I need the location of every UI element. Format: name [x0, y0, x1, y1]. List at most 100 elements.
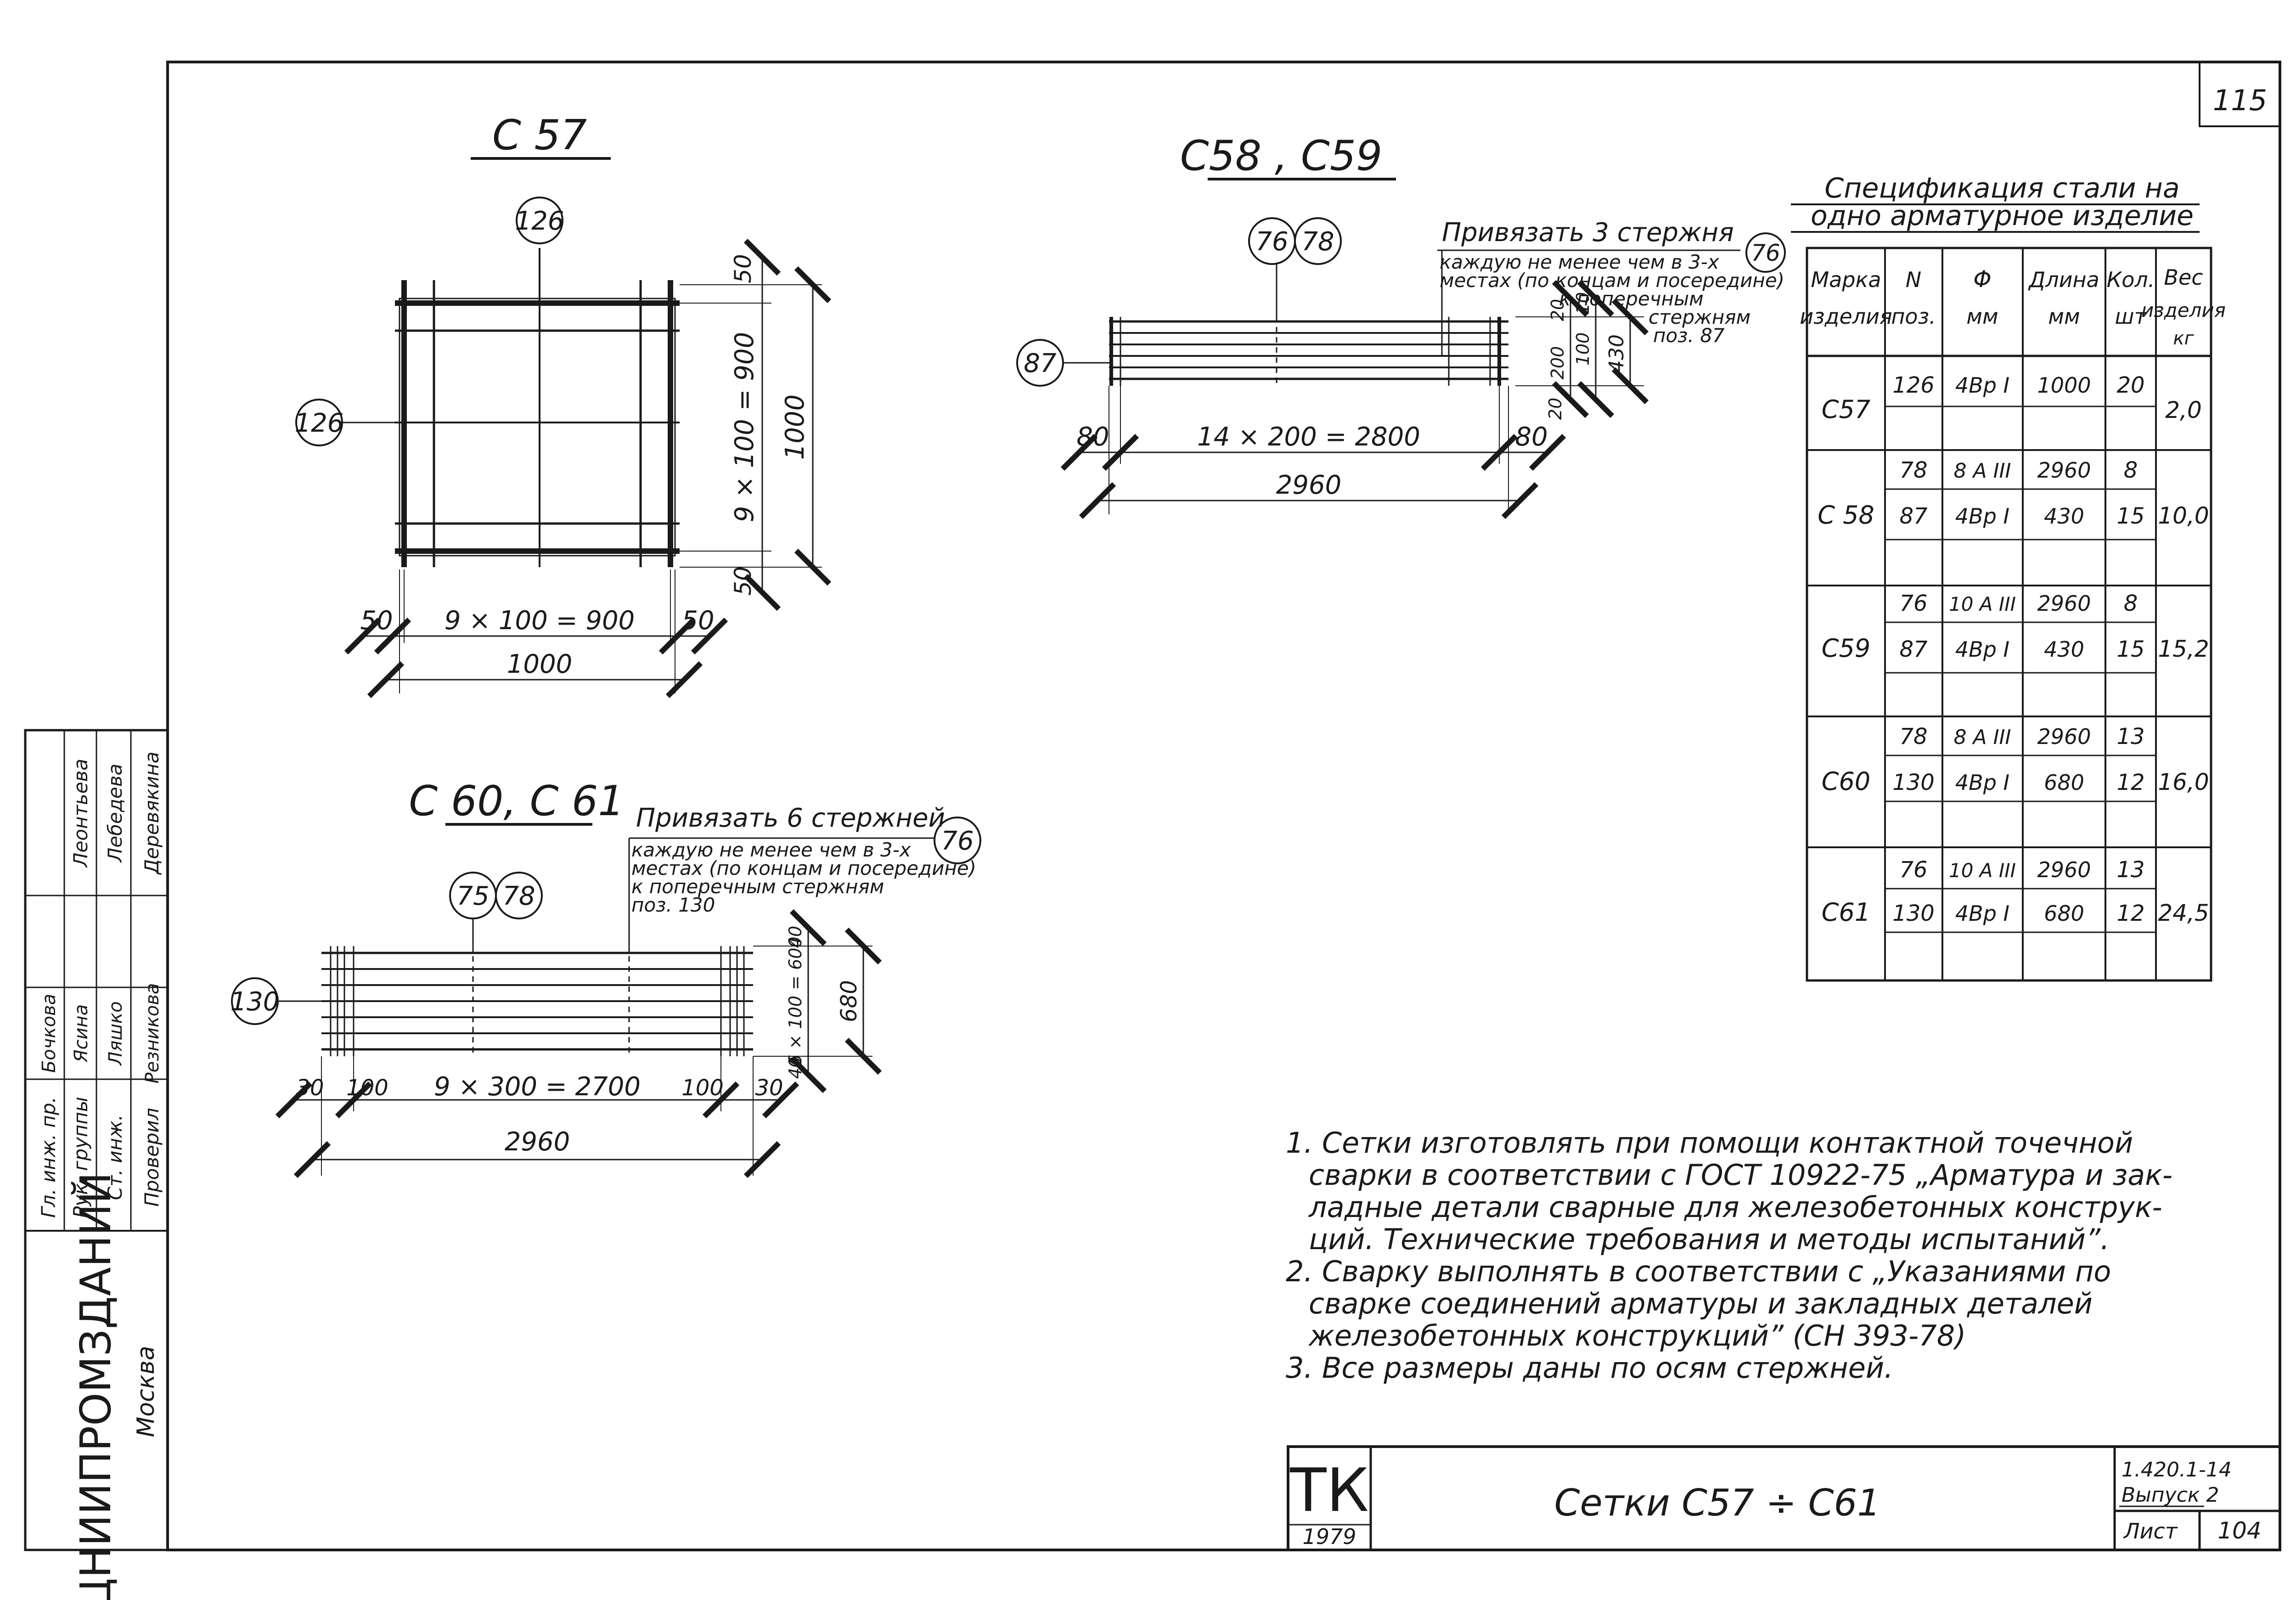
spec-c57-r1-qty: 20 [2116, 372, 2144, 398]
spec-c58-r2-len: 430 [2044, 504, 2084, 529]
spec-weight-c60: 16,0 [2158, 769, 2209, 795]
side-city: Москва [132, 1346, 160, 1437]
spec-c58-r1-d: 8 A III [1954, 459, 2011, 483]
spec-c61-r2-d: 4Bр I [1955, 901, 2009, 926]
note-line-8: 3. Все размеры даны по осям стержней. [1286, 1351, 1893, 1385]
view-c58-c59: С58 , С59 76 78 87 76 Привязать 3 стержн… [1016, 132, 1786, 519]
c57-title: С 57 [492, 111, 587, 159]
c60-pos-a: 75 [456, 881, 489, 911]
spec-c60-r1-len: 2960 [2037, 724, 2091, 749]
spec-c59-r1-len: 2960 [2037, 591, 2091, 616]
spec-c61-r2-pos: 130 [1892, 901, 1935, 926]
spec-title-2: одно арматурное изделие [1811, 200, 2194, 232]
c58-title: С58 , С59 [1180, 132, 1383, 180]
spec-h-w-2: изделия [2141, 299, 2226, 321]
c60-dim-30a: 30 [296, 1075, 324, 1101]
spec-c61-r2-len: 680 [2044, 901, 2084, 926]
c60-side-bottom: 40 [785, 1057, 805, 1079]
c58-dim-total: 2960 [1276, 470, 1342, 500]
c57-side-inner: 9 × 100 = 900 [730, 332, 760, 522]
c60-note-line-1: каждую не менее чем в 3-х [631, 839, 912, 861]
c57-side-top: 50 [730, 254, 756, 283]
note-line-1: 1. Сетки изготовлять при помощи контактн… [1286, 1126, 2133, 1160]
c58-pos-b-circle [1294, 217, 1342, 265]
spec-c61-r2-qty: 12 [2116, 901, 2144, 926]
c57-dim-50a: 50 [360, 606, 393, 636]
sheet-label: Лист [2123, 1519, 2178, 1544]
side-role-4: Проверил [141, 1108, 163, 1206]
c60-pos-b: 78 [502, 881, 535, 911]
spec-c58-r1-pos: 78 [1899, 457, 1927, 483]
c58-dim-left: 80 [1076, 422, 1109, 452]
spec-mark-c58: С 58 [1818, 501, 1874, 530]
spec-h-qty-1: Кол. [2107, 267, 2155, 292]
spec-h-w-1: Вес [2164, 265, 2203, 290]
corner-page-number: 115 [2213, 84, 2267, 117]
c60-note-line-3: к поперечным стержням [631, 875, 884, 898]
spec-h-len-1: Длина [2028, 267, 2099, 292]
spec-c60-r2-len: 680 [2044, 770, 2084, 795]
c60-dim-total: 2960 [505, 1127, 570, 1157]
stamp-year: 1979 [1302, 1524, 1356, 1549]
note-line-2: сварки в соответствии с ГОСТ 10922-75 „А… [1309, 1158, 2172, 1192]
spec-c60-r2-pos: 130 [1892, 770, 1935, 795]
spec-c58-r2-d: 4Bр I [1955, 504, 2009, 529]
spec-mark-c61: С61 [1822, 898, 1870, 927]
c57-pos-left: 126 [295, 408, 344, 438]
spec-c58-r1-qty: 8 [2124, 457, 2138, 483]
c58-pos-left: 87 [1024, 349, 1057, 378]
c58-side-d: 10 [1573, 292, 1593, 314]
spec-mark-c60: С60 [1822, 767, 1870, 796]
c60-pos-b-circle [495, 872, 543, 919]
title-block: ТК 1979 Сетки С57 ÷ С61 1.420.1-14 Выпус… [1287, 1445, 2281, 1551]
spec-title-1: Спецификация стали на [1824, 172, 2179, 204]
c60-note-title: Привязать 6 стержней [636, 803, 945, 833]
c60-pos-right: 76 [941, 826, 974, 856]
view-c60-c61: С 60, С 61 75 78 130 76 Привязат [231, 777, 981, 1178]
spec-c57-r1-d: 4Bр I [1955, 373, 2009, 398]
c58-dim-inner: 14 × 200 = 2800 [1197, 422, 1420, 452]
c58-side-c: 100 [1573, 332, 1593, 366]
note-line-7: железобетонных конструкций” (СН 393-78) [1308, 1319, 1966, 1352]
note-line-6: сварке соединений арматуры и закладных д… [1309, 1287, 2093, 1320]
side-name-3: Ляшко [105, 1001, 126, 1066]
c58-note-line-5: поз. 87 [1653, 324, 1725, 347]
spec-weight-c58: 10,0 [2158, 502, 2209, 529]
spec-c57-r1-len: 1000 [2037, 373, 2091, 398]
spec-h-w-3: кг [2173, 328, 2194, 349]
stamp-mark: ТК [1289, 1455, 1369, 1525]
c60-note-line-4: поз. 130 [631, 894, 715, 916]
note-line-5: 2. Сварку выполнять в соответствии с „Ук… [1286, 1255, 2111, 1288]
c60-title: С 60, С 61 [409, 777, 624, 825]
c58-side-a: 20 [1545, 398, 1565, 420]
sheet-number: 104 [2217, 1517, 2261, 1544]
side-role-3: Ст. инж. [104, 1115, 126, 1200]
spec-h-qty-2: шт [2115, 304, 2147, 329]
side-line-name-1: Леонтьева [69, 759, 92, 868]
spec-c60-r1-qty: 13 [2116, 724, 2144, 749]
spec-weight-c57: 2,0 [2165, 397, 2202, 423]
spec-c60-r1-pos: 78 [1899, 724, 1927, 749]
spec-h-d-1: Φ [1973, 266, 1991, 293]
c60-dim-inner: 9 × 300 = 2700 [434, 1072, 641, 1102]
c60-pos-right-circle [934, 817, 981, 864]
notes-block: 1. Сетки изготовлять при помощи контактн… [1286, 1126, 2172, 1385]
spec-c58-r2-qty: 15 [2116, 503, 2144, 529]
side-name-1: Бочкова [39, 994, 60, 1073]
spec-h-len-2: мм [2048, 304, 2080, 329]
spec-h-pos-2: поз. [1891, 304, 1936, 329]
c58-pos-a: 76 [1255, 227, 1288, 257]
c58-pos-right: 76 [1751, 240, 1780, 266]
c57-dim-total: 1000 [507, 649, 573, 679]
c58-note-line-4: стержням [1649, 306, 1750, 328]
spec-table: Спецификация стали на одно арматурное из… [1791, 172, 2226, 982]
spec-h-mark-1: Марка [1811, 267, 1881, 292]
c58-side-total: 430 [1605, 334, 1628, 373]
c57-pos-top: 126 [515, 206, 564, 236]
side-line-name-2: Лебедева [104, 764, 126, 863]
c58-note-line-1: каждую не менее чем в 3-х [1440, 251, 1720, 273]
spec-c61-r1-qty: 13 [2116, 857, 2144, 883]
c57-side-bottom: 50 [730, 566, 756, 596]
side-stamp: Гл. инж. пр. Рук. группы Ст. инж. Провер… [24, 729, 169, 1600]
spec-c60-r2-d: 4Bр I [1955, 770, 2009, 795]
